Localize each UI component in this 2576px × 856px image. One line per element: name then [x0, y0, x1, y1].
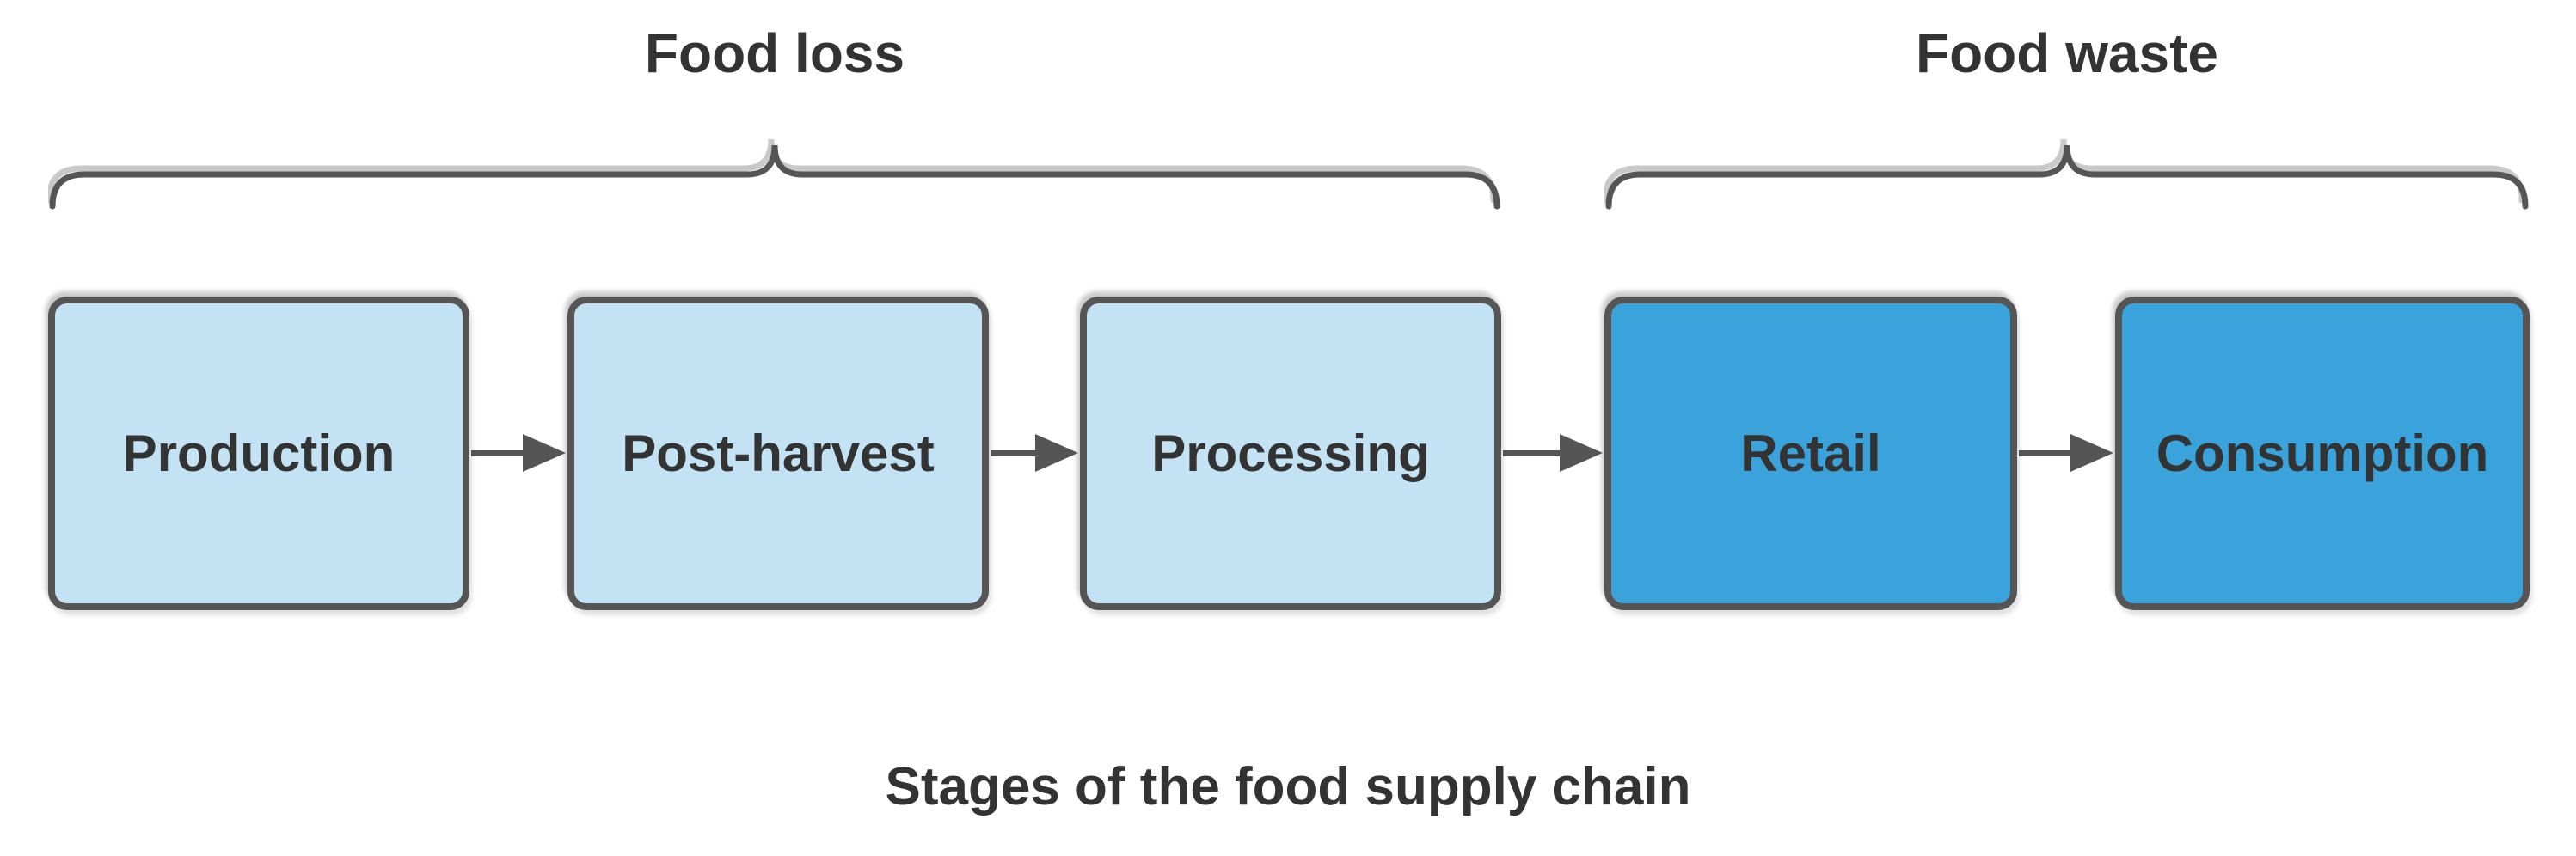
diagram-caption: Stages of the food supply chain — [885, 757, 1691, 816]
arrow-head-icon — [1560, 434, 1603, 472]
stage-label-consumption: Consumption — [2156, 425, 2489, 482]
arrow-head-icon — [1035, 434, 1078, 472]
arrow-post-harvest-to-processing-icon — [991, 434, 1078, 472]
food-loss-label: Food loss — [644, 22, 905, 84]
stage-label-processing: Processing — [1151, 425, 1430, 482]
food-waste-label: Food waste — [1915, 22, 2219, 84]
stage-label-production: Production — [122, 425, 396, 482]
arrow-retail-to-consumption-icon — [2019, 434, 2113, 472]
arrow-production-to-post-harvest-icon — [471, 434, 566, 472]
stage-box-post-harvest: Post-harvest — [567, 297, 989, 610]
stage-box-production: Production — [48, 297, 469, 610]
arrow-processing-to-retail-icon — [1503, 434, 1603, 472]
arrow-head-icon — [523, 434, 566, 472]
food-loss-brace-icon — [48, 138, 1500, 210]
arrow-head-icon — [2070, 434, 2113, 472]
food-waste-brace-icon — [1604, 138, 2529, 210]
arrow-shaft — [2019, 449, 2074, 456]
arrow-shaft — [1503, 449, 1563, 456]
arrow-shaft — [991, 449, 1039, 456]
stage-label-retail: Retail — [1740, 425, 1881, 482]
stage-box-consumption: Consumption — [2115, 297, 2530, 610]
stage-box-retail: Retail — [1604, 297, 2017, 610]
arrow-shaft — [471, 449, 526, 456]
stage-label-post-harvest: Post-harvest — [622, 425, 935, 482]
stage-box-processing: Processing — [1080, 297, 1501, 610]
